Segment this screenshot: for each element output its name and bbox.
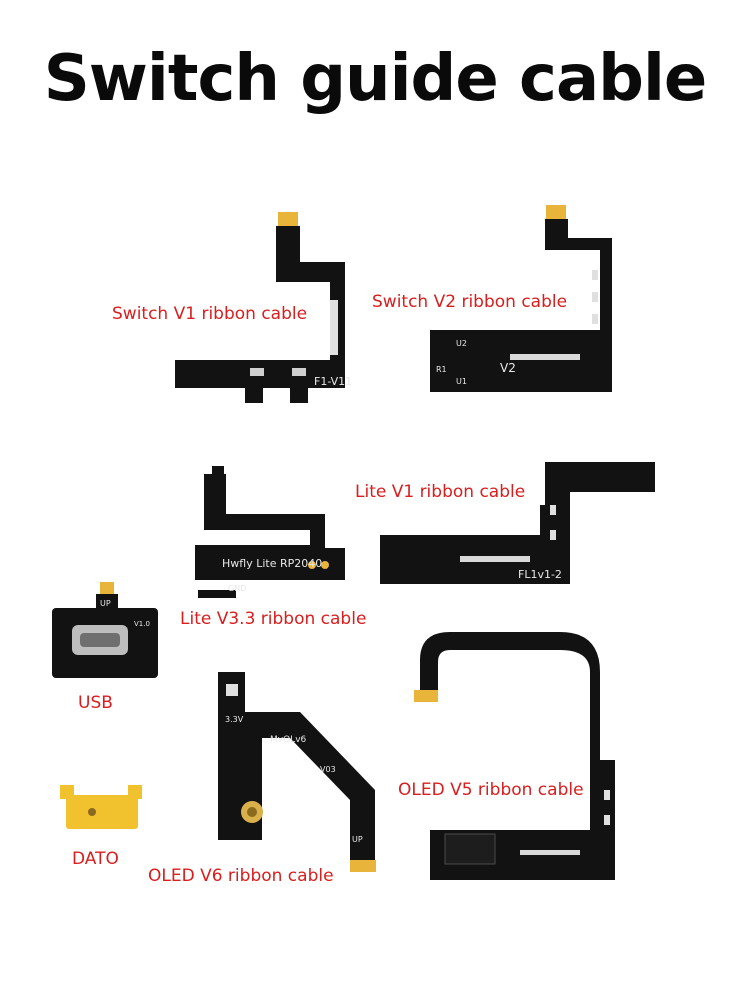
label-usb: USB — [78, 693, 113, 713]
v2-u2-text: U2 — [456, 339, 467, 348]
lite-v33-board-text: Hwfly Lite RP2040 — [222, 557, 322, 570]
page-title: Switch guide cable — [43, 42, 708, 116]
lite-v1-cable: FL1v1-2 — [380, 462, 655, 584]
oled-v6-cable: 3.3V MvOLv6 V03 UP — [218, 672, 376, 872]
usb-up-text: UP — [100, 599, 111, 608]
label-switch-v1: Switch V1 ribbon cable — [112, 304, 308, 324]
usb-ver-text: V1.0 — [134, 620, 150, 628]
switch-v2-cable: V2 U2 U1 R1 — [430, 205, 612, 392]
oled-v6-volt-text: 3.3V — [225, 715, 244, 724]
label-lite-v1: Lite V1 ribbon cable — [355, 482, 526, 502]
v2-board-text: V2 — [500, 361, 516, 375]
switch-v1-cable: F1-V11 — [175, 212, 352, 403]
v1-board-text: F1-V11 — [314, 375, 352, 388]
v2-u1-text: U1 — [456, 377, 467, 386]
lite-v33-cable: Hwfly Lite RP2040 GND — [195, 466, 345, 598]
label-switch-v2: Switch V2 ribbon cable — [372, 292, 568, 312]
oled-v6-board-text: MvOLv6 — [270, 735, 307, 745]
oled-v6-up-text: UP — [352, 835, 363, 844]
oled-v5-cable — [414, 632, 615, 880]
usb-board: UP V1.0 — [52, 582, 158, 678]
oled-v6-v03-text: V03 — [320, 765, 336, 774]
label-lite-v33: Lite V3.3 ribbon cable — [180, 609, 367, 629]
label-dato: DATO — [72, 849, 119, 869]
label-oled-v5: OLED V5 ribbon cable — [398, 780, 584, 800]
label-oled-v6: OLED V6 ribbon cable — [148, 866, 334, 886]
lite-gnd-text: GND — [228, 584, 246, 593]
v2-r1-text: R1 — [436, 365, 447, 374]
lite-v1-board-text: FL1v1-2 — [518, 568, 562, 581]
dato-flex — [60, 785, 142, 829]
